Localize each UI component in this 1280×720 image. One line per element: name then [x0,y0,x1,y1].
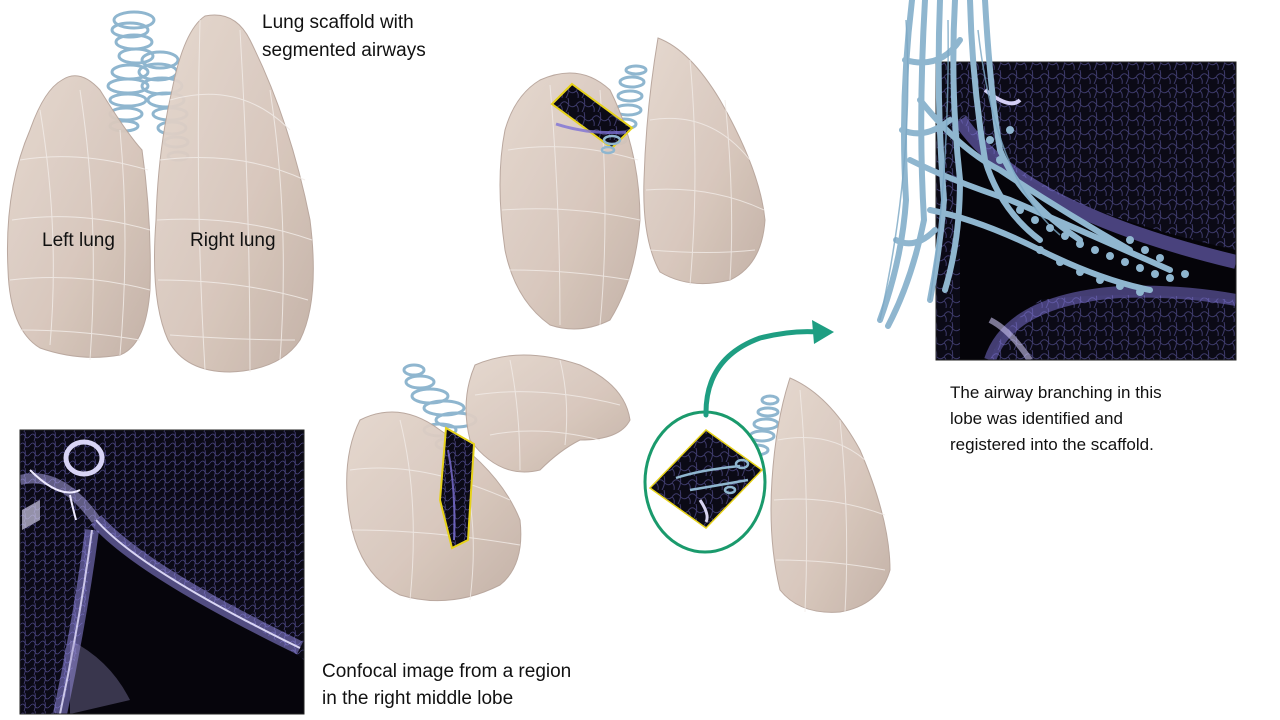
middle-top-right-lobe [643,37,766,285]
registered-caption: The airway branching in this lobe was id… [950,383,1166,454]
confocal-image [20,430,304,714]
rotated-upper-lobe [465,354,631,473]
registration-arrow [703,320,834,418]
left-lung-shape [6,75,151,358]
right-lung-shape [154,14,314,373]
registered-airway-beads [986,126,1189,296]
scaffold-title: Lung scaffold with segmented airways [262,12,426,61]
highlighted-lobe-view [643,377,891,613]
confocal-caption: Confocal image from a region in the righ… [322,661,577,709]
section-plane-highlighted [648,429,764,529]
left-lung-label: Left lung [42,230,115,251]
rotated-lower-lobe [346,411,522,602]
full-lung-scaffold [6,10,314,373]
lobe-view-with-section [499,37,766,330]
right-lung-label: Right lung [190,230,276,251]
registered-airway-overlay [877,0,1237,361]
rotated-lobe-view [346,354,631,602]
highlighted-lobe-shape [770,377,891,613]
